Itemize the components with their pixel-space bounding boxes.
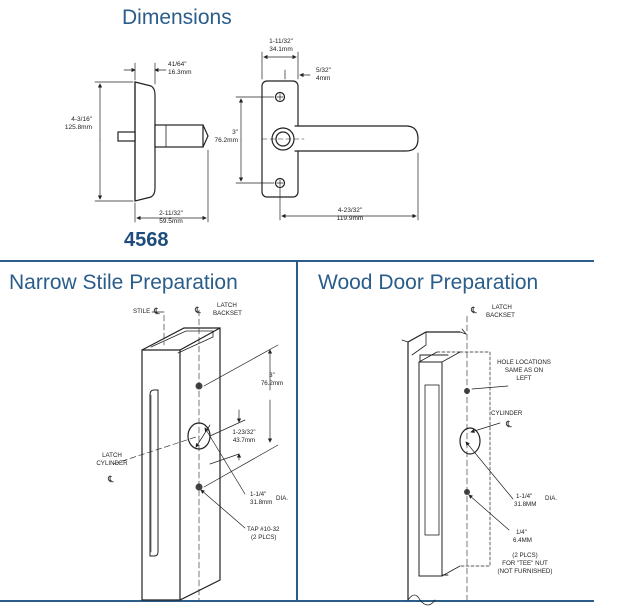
narrow-dia-in: 1-1/4" [250,491,266,498]
dimensions-heading: Dimensions [122,6,232,29]
front-view-dimensions [235,51,419,221]
narrow-dia-word: DIA. [276,495,288,502]
wood-cylinder-centerline-icon: ℄ [505,419,512,429]
wood-latch-label: LATCH [492,304,512,311]
cylinder-centerline-icon: ℄ [107,474,114,484]
narrow-backset-label: BACKSET [213,310,242,317]
narrow-stile-dimensions [151,311,279,529]
tee-note-line1: (2 PLCS) [512,552,537,559]
narrow-stile-heading: Narrow Stile Preparation [9,271,238,294]
front-width-in: 1-11/32" [269,38,294,45]
section-divider-top [0,260,594,262]
narrow-stile-labels: STILE ℄ LATCH BACKSET ℄ 3" 76.2mm 1-23/3… [96,302,288,541]
front-offset-in: 5/32" [316,67,332,74]
narrow-latch-cyl-label: LATCH [102,452,122,459]
narrow-offset-in: 1-23/32" [232,429,255,436]
lever-length-mm: 119.9mm [337,215,364,222]
side-view-dimensions [94,62,209,223]
front-view-drawing [261,80,419,198]
narrow-spacing-mm: 76.2mm [261,380,283,387]
wood-cylinder-label: CYLINDER [491,410,523,417]
narrow-offset-mm: 43.7mm [233,437,255,444]
narrow-cylinder-label: CYLINDER [96,460,128,467]
wood-dia-word: DIA. [545,495,557,502]
wood-door-dimensions [465,385,514,531]
front-width-mm: 34.1mm [269,46,292,53]
narrow-tap-label: TAP #10-32 [247,526,280,533]
side-view-labels: 41/64" 16.3mm 4-3/16" 125.8mm 2-11/32" 5… [65,61,192,225]
hole-note-line1: HOLE LOCATIONS [497,359,551,366]
model-number: 4568 [124,229,169,251]
narrow-stile-drawing [112,309,221,601]
wood-backset-centerline-icon: ℄ [470,305,477,315]
hole-note-line2: SAME AS ON [505,367,543,374]
side-height-mm: 125.8mm [65,124,92,131]
tee-note-line2: FOR "TEE" NUT [502,560,548,567]
stile-label: STILE [133,308,150,315]
hole-note-line3: LEFT [516,375,531,382]
wood-small-mm: 6.4MM [513,537,532,544]
lever-length-in: 4-23/32" [338,207,363,214]
wood-door-heading: Wood Door Preparation [318,271,539,294]
front-offset-mm: 4mm [316,75,330,82]
side-view-drawing [117,81,209,202]
front-spacing-mm: 76.2mm [215,137,238,144]
narrow-dia-mm: 31.8mm [250,499,272,506]
backset-centerline-icon: ℄ [194,305,201,315]
wood-door-drawing [401,315,491,606]
front-view-labels: 1-11/32" 34.1mm 5/32" 4mm 3" 76.2mm 4-23… [215,38,364,222]
section-divider-vertical [296,261,298,601]
side-height-in: 4-3/16" [71,116,92,123]
wood-dia-mm: 31.8MM [514,501,536,508]
wood-backset-label: BACKSET [486,312,515,319]
wood-door-labels: ℄ LATCH BACKSET HOLE LOCATIONS SAME AS O… [470,304,557,575]
wood-dia-in: 1-1/4" [516,493,532,500]
wood-small-in: 1/4" [516,529,527,536]
stile-centerline-icon: ℄ [153,306,160,316]
tee-note-line3: (NOT FURNISHED) [498,568,553,575]
side-proj-mm: 59.5mm [159,218,182,225]
side-depth-mm: 16.3mm [168,69,191,76]
narrow-tap-places: (2 PLCS) [251,534,276,541]
side-depth-in: 41/64" [168,61,187,68]
narrow-spacing-in: 3" [269,372,275,379]
section-divider-bottom [0,600,594,602]
front-spacing-in: 3" [232,129,239,136]
side-proj-in: 2-11/32" [159,210,184,217]
narrow-latch-label: LATCH [217,302,237,309]
